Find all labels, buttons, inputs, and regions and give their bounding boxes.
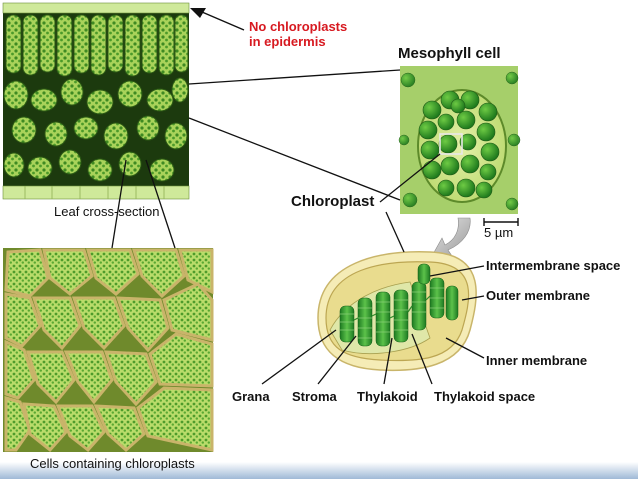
intermembrane-space-label: Intermembrane space <box>486 258 621 273</box>
stroma-label: Stroma <box>292 389 337 404</box>
outer-membrane-label: Outer membrane <box>486 288 591 303</box>
leaf-cross-section-image <box>2 2 190 200</box>
leaf-cross-section-label: Leaf cross-section <box>54 204 160 219</box>
scale-bar <box>483 218 519 226</box>
chloroplast-label: Chloroplast <box>291 193 375 210</box>
no-chloroplasts-label: No chloroplasts in epidermis <box>249 19 347 49</box>
mesophyll-cell-image <box>398 66 521 214</box>
inner-membrane-label: Inner membrane <box>486 353 588 368</box>
thylakoid-label: Thylakoid <box>357 389 418 404</box>
mesophyll-cell-label: Mesophyll cell <box>398 45 501 62</box>
chloroplast-illustration <box>317 251 477 372</box>
grana-label: Grana <box>232 389 270 404</box>
thylakoid-space-label: Thylakoid space <box>434 389 536 404</box>
epidermis-arrow <box>190 8 245 31</box>
no-chloroplasts-line-2: in epidermis <box>249 34 326 49</box>
zoom-arrow <box>431 217 471 257</box>
leader-lines <box>111 69 485 385</box>
no-chloroplasts-line-1: No chloroplasts <box>249 19 348 34</box>
cells-containing-chloroplasts-label: Cells containing chloroplasts <box>30 456 195 471</box>
bottom-band <box>0 462 638 479</box>
scale-bar-label: 5 µm <box>484 225 514 240</box>
cells-chloroplasts-image <box>3 248 214 453</box>
